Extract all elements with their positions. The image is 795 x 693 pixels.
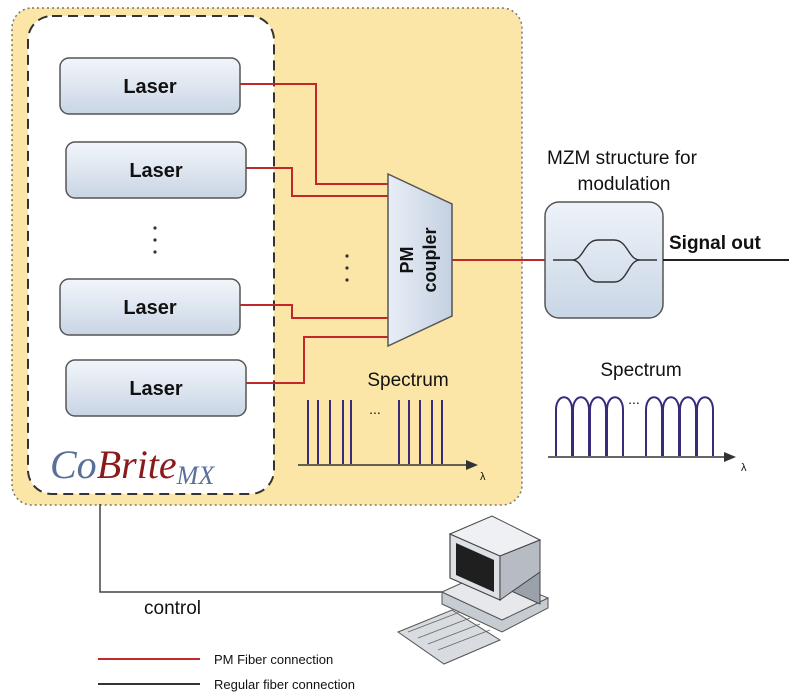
spectrum-left-ellipsis: ...: [369, 401, 381, 417]
laser-label: Laser: [123, 76, 177, 98]
mzm-title-line1: MZM structure for: [547, 148, 698, 169]
spectrum-left-arrow: [466, 460, 478, 470]
spectrum-right-axis-label: λ: [741, 462, 747, 474]
spectrum-left-title: Spectrum: [367, 370, 448, 391]
mzm-modulator: [544, 201, 664, 319]
spectrum-left-lines: [307, 400, 443, 464]
pm-fiber-lines: [240, 83, 545, 384]
mzm-title-line2: modulation: [578, 174, 671, 195]
laser-ellipsis: [153, 226, 157, 254]
laser-module: Laser: [59, 278, 241, 336]
logo-co: Co: [50, 442, 97, 487]
logo-suffix: MX: [176, 461, 216, 490]
laser-label: Laser: [129, 160, 183, 182]
computer-icon: [396, 515, 550, 665]
spectrum-right-title: Spectrum: [600, 360, 681, 381]
laser-label: Laser: [123, 297, 177, 319]
spectrum-right-peaks: [555, 396, 714, 456]
logo-brite: Brite: [97, 442, 177, 487]
spectrum-right-ellipsis: ...: [628, 391, 640, 407]
laser-module: Laser: [65, 359, 247, 417]
pm-coupler: PM coupler: [387, 172, 453, 348]
coupler-label-line2: coupler: [420, 227, 440, 292]
control-line: [99, 504, 442, 593]
fiber-ellipsis: [345, 254, 349, 282]
mzm-interferometer-icon: [553, 239, 657, 283]
cobrite-logo: CoBriteMX: [50, 442, 215, 490]
laser-module: Laser: [59, 57, 241, 115]
spectrum-right-arrow: [724, 452, 736, 462]
legend-regular-label: Regular fiber connection: [214, 677, 355, 692]
coupler-label-line1: PM: [397, 247, 417, 274]
laser-label: Laser: [129, 378, 183, 400]
signal-out-label: Signal out: [669, 233, 762, 254]
control-label: control: [144, 598, 201, 619]
laser-module: Laser: [65, 141, 247, 199]
spectrum-left-axis-label: λ: [480, 471, 486, 483]
legend-pm-label: PM Fiber connection: [214, 652, 333, 667]
legend: PM Fiber connection Regular fiber connec…: [98, 652, 355, 692]
